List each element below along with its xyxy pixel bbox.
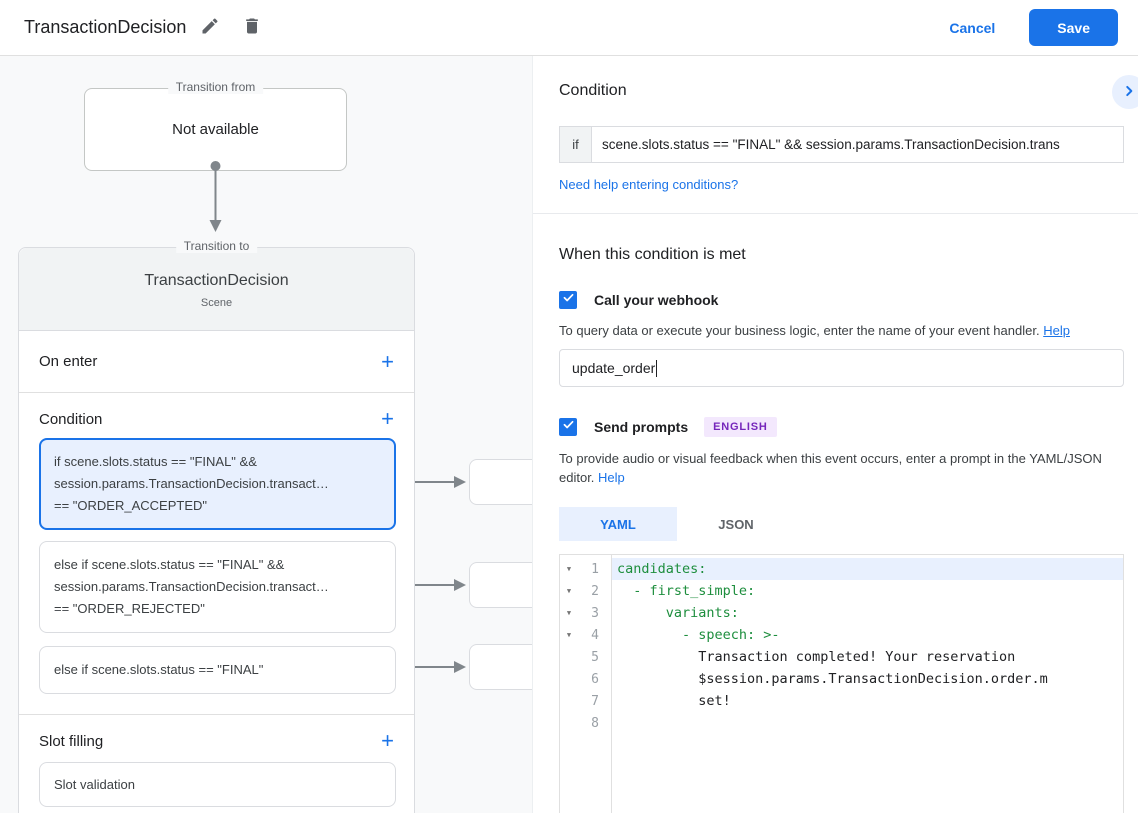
pencil-icon <box>200 16 220 39</box>
condition-card-final[interactable]: else if scene.slots.status == "FINAL" <box>39 646 396 694</box>
scene-header: TransactionDecision Scene <box>19 248 414 331</box>
fold-icon[interactable]: ▼ <box>566 609 572 617</box>
collapse-panel-button[interactable] <box>1112 75 1138 109</box>
cancel-button[interactable]: Cancel <box>933 12 1011 44</box>
add-slot-button[interactable]: + <box>381 728 394 753</box>
condition-text-line: else if scene.slots.status == "FINAL" && <box>54 557 285 572</box>
on-enter-row[interactable]: On enter + <box>19 331 414 393</box>
scene-title: TransactionDecision <box>144 272 289 289</box>
condition-section-label: Condition <box>39 410 103 428</box>
tab-yaml[interactable]: YAML <box>559 507 677 541</box>
tab-json[interactable]: JSON <box>718 516 754 532</box>
editor-code-area[interactable]: candidates: - first_simple: variants: - … <box>612 555 1123 813</box>
condition-expression-input[interactable]: scene.slots.status == "FINAL" && session… <box>602 137 1060 152</box>
condition-help-link[interactable]: Need help entering conditions? <box>559 177 739 192</box>
condition-met-title: When this condition is met <box>559 246 746 263</box>
fold-icon[interactable]: ▼ <box>566 587 572 595</box>
transition-target-box-3[interactable] <box>469 644 532 690</box>
webhook-label: Call your webhook <box>594 292 719 308</box>
transition-target-box-2[interactable] <box>469 562 532 608</box>
line-number: 5 <box>591 649 599 665</box>
fold-icon[interactable]: ▼ <box>566 631 572 639</box>
prompts-checkbox-row: Send prompts ENGLISH <box>559 417 1124 437</box>
line-number: 3 <box>591 605 599 621</box>
condition-text-line: if scene.slots.status == "FINAL" && <box>54 454 257 469</box>
language-badge: ENGLISH <box>704 417 777 437</box>
condition-text-line: == "ORDER_REJECTED" <box>54 601 205 616</box>
webhook-checkbox-row: Call your webhook <box>559 291 1124 309</box>
code-line: variants: <box>617 605 739 621</box>
line-number: 4 <box>591 627 599 643</box>
transition-to-card: Transition to TransactionDecision Scene … <box>18 239 415 813</box>
condition-card-rejected[interactable]: else if scene.slots.status == "FINAL" &&… <box>39 541 396 633</box>
flow-canvas: Transition from Not available Transition… <box>0 56 532 813</box>
slot-validation-card[interactable]: Slot validation <box>39 762 396 807</box>
main-area: Transition from Not available Transition… <box>0 56 1138 813</box>
code-line <box>612 712 1123 734</box>
line-number: 1 <box>591 561 599 577</box>
chevron-right-icon <box>1122 84 1136 101</box>
page-title: TransactionDecision <box>24 17 187 37</box>
condition-card-accepted[interactable]: if scene.slots.status == "FINAL" && sess… <box>39 438 396 530</box>
transition-from-value: Not available <box>172 121 259 138</box>
webhook-checkbox[interactable] <box>559 291 577 309</box>
on-enter-label: On enter <box>39 353 98 370</box>
editor-gutter: ▼ 1 ▼ 2 ▼ 3 ▼ 4 5 6 7 8 <box>560 555 612 813</box>
yaml-editor[interactable]: ▼ 1 ▼ 2 ▼ 3 ▼ 4 5 6 7 8 candidates: - first_… <box>559 554 1124 813</box>
line-number: 8 <box>591 715 599 731</box>
transition-from-legend: Transition from <box>167 80 264 94</box>
transition-to-legend: Transition to <box>175 239 258 253</box>
scene-subtitle: Scene <box>200 297 233 309</box>
condition-text-line: else if scene.slots.status == "FINAL" <box>54 662 264 677</box>
prompts-help-link[interactable]: Help <box>598 470 625 485</box>
prompts-checkbox[interactable] <box>559 418 577 436</box>
code-line: set! <box>617 693 731 709</box>
trash-icon <box>242 16 262 39</box>
prompts-description-text: To provide audio or visual feedback when… <box>559 451 1102 485</box>
event-handler-input[interactable]: update_order <box>559 349 1124 387</box>
panel-title: Condition <box>559 82 627 99</box>
text-cursor <box>656 359 658 377</box>
webhook-help-link[interactable]: Help <box>1043 323 1070 338</box>
edit-title-button[interactable] <box>192 10 228 46</box>
condition-text-line: session.params.TransactionDecision.trans… <box>54 476 329 491</box>
line-number: 6 <box>591 671 599 687</box>
code-line: - first_simple: <box>617 583 756 599</box>
save-button[interactable]: Save <box>1029 9 1118 46</box>
slot-filling-label: Slot filling <box>39 732 104 750</box>
transition-from-box: Transition from Not available <box>84 80 347 171</box>
line-number: 2 <box>591 583 599 599</box>
checkmark-icon <box>562 291 575 309</box>
webhook-description-text: To query data or execute your business l… <box>559 323 1040 338</box>
add-on-enter-button[interactable]: + <box>381 348 394 374</box>
if-prefix-label: if <box>560 127 592 162</box>
condition-panel: Condition if scene.slots.status == "FINA… <box>532 56 1138 813</box>
code-line: candidates: <box>612 558 1123 580</box>
event-handler-value: update_order <box>572 360 656 376</box>
top-bar: TransactionDecision Cancel Save <box>0 0 1138 56</box>
condition-expression-row: if scene.slots.status == "FINAL" && sess… <box>559 126 1124 163</box>
transition-target-box-1[interactable] <box>469 459 532 505</box>
add-condition-button[interactable]: + <box>381 406 394 431</box>
line-number: 7 <box>591 693 599 709</box>
slot-filling-section: Slot filling + Slot validation <box>19 715 414 813</box>
panel-divider <box>533 213 1138 214</box>
editor-tabs: YAML JSON <box>559 507 1124 541</box>
webhook-description: To query data or execute your business l… <box>559 321 1119 340</box>
code-line: - speech: >- <box>617 627 780 643</box>
code-line: Transaction completed! Your reservation <box>617 649 1016 665</box>
code-line: $session.params.TransactionDecision.orde… <box>617 671 1048 687</box>
condition-text-line: == "ORDER_ACCEPTED" <box>54 498 207 513</box>
slot-validation-label: Slot validation <box>54 777 135 792</box>
condition-section: Condition + if scene.slots.status == "FI… <box>19 393 414 715</box>
prompts-description: To provide audio or visual feedback when… <box>559 449 1119 487</box>
prompts-label: Send prompts <box>594 419 689 435</box>
checkmark-icon <box>562 418 575 436</box>
fold-icon[interactable]: ▼ <box>566 565 572 573</box>
condition-text-line: session.params.TransactionDecision.trans… <box>54 579 329 594</box>
delete-scene-button[interactable] <box>234 10 270 46</box>
